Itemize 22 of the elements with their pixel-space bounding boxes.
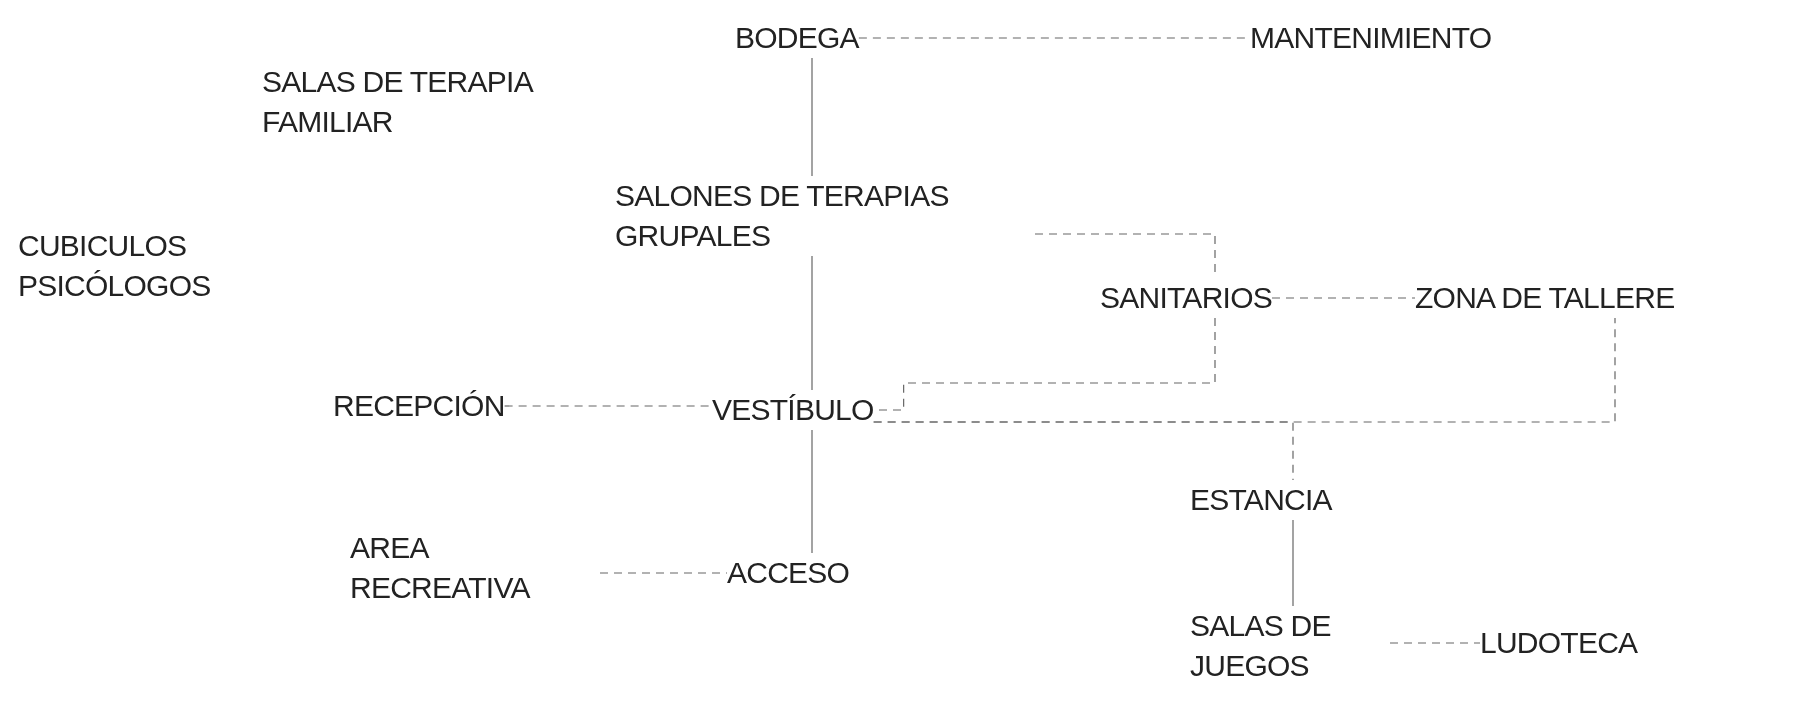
connector-line — [811, 57, 813, 177]
room-label: VESTÍBULO — [712, 392, 874, 428]
room-label: MANTENIMIENTO — [1250, 20, 1492, 56]
connector-line — [1292, 519, 1294, 607]
room-label: CUBICULOS PSICÓLOGOS — [18, 228, 212, 304]
room-label: BODEGA — [735, 20, 859, 56]
room-label: SALAS DE JUEGOS — [1190, 608, 1332, 684]
connector-line — [811, 255, 813, 391]
room-label: RECEPCIÓN — [333, 388, 505, 424]
room-label: SALONES DE TERAPIAS GRUPALES — [615, 178, 950, 254]
room-label: ZONA DE TALLERE — [1415, 280, 1675, 316]
connector-line — [1389, 642, 1481, 644]
connector-line — [811, 429, 813, 554]
room-label: ACCESO — [727, 555, 850, 591]
room-label: SALAS DE TERAPIA FAMILIAR — [262, 64, 533, 140]
connector-line — [873, 421, 1294, 481]
room-label: LUDOTECA — [1480, 625, 1638, 661]
room-label: ESTANCIA — [1190, 482, 1332, 518]
connector-line — [1271, 297, 1416, 299]
room-label: SANITARIOS — [1100, 280, 1272, 316]
connector-line — [599, 572, 728, 574]
room-label: AREA RECREATIVA — [350, 530, 532, 606]
